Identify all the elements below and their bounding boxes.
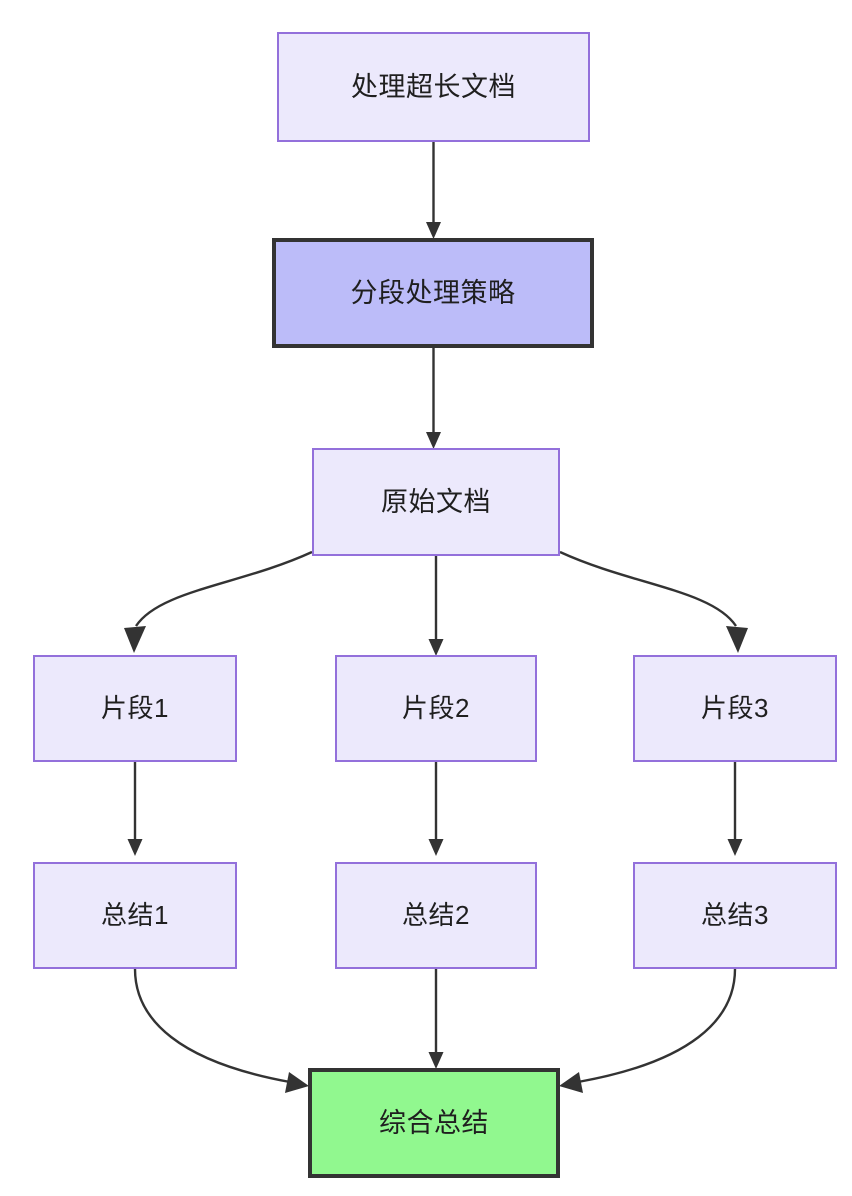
node-summary-1[interactable]: 总结1 — [33, 862, 237, 969]
edge-n7-n10 — [133, 968, 309, 1093]
node-fragment-3[interactable]: 片段3 — [633, 655, 837, 762]
node-label: 总结2 — [402, 899, 470, 930]
edge-n4-n7 — [127, 762, 143, 856]
node-label: 综合总结 — [379, 1107, 489, 1138]
node-fragment-2[interactable]: 片段2 — [335, 655, 537, 762]
node-fragment-1[interactable]: 片段1 — [33, 655, 237, 762]
node-label: 片段1 — [101, 692, 169, 723]
node-original-document[interactable]: 原始文档 — [312, 448, 560, 556]
node-label: 片段2 — [402, 692, 470, 723]
node-label: 总结1 — [101, 899, 169, 930]
node-label: 分段处理策略 — [350, 277, 516, 308]
edge-n2-n3 — [426, 348, 441, 449]
node-label: 总结3 — [701, 899, 769, 930]
node-label: 原始文档 — [381, 486, 491, 517]
edge-n3-n4 — [124, 550, 313, 653]
edge-n6-n9 — [727, 762, 743, 856]
node-process-long-document[interactable]: 处理超长文档 — [277, 32, 590, 142]
edge-n8-n10 — [428, 969, 444, 1069]
edge-n3-n6 — [559, 550, 748, 653]
node-summary-2[interactable]: 总结2 — [335, 862, 537, 969]
node-comprehensive-summary[interactable]: 综合总结 — [308, 1068, 560, 1178]
node-label: 片段3 — [701, 692, 769, 723]
edge-n1-n2 — [426, 142, 441, 239]
node-label: 处理超长文档 — [351, 71, 516, 102]
node-summary-3[interactable]: 总结3 — [633, 862, 837, 969]
edge-n5-n8 — [428, 762, 444, 856]
node-chunking-strategy[interactable]: 分段处理策略 — [272, 238, 594, 348]
edge-n3-n5 — [428, 556, 444, 656]
edge-n9-n10 — [559, 968, 737, 1093]
